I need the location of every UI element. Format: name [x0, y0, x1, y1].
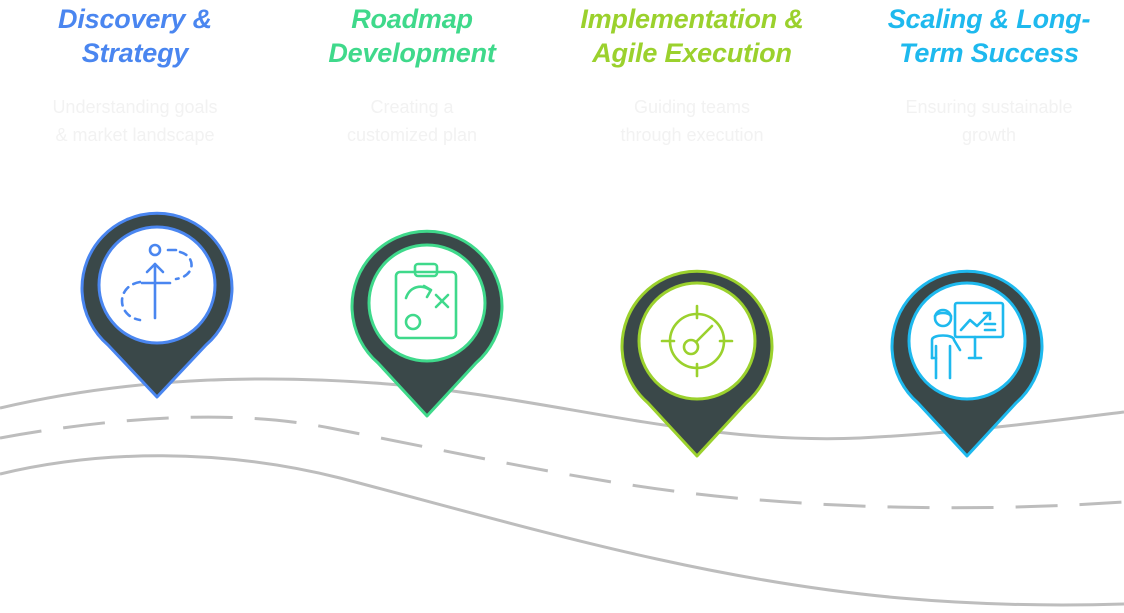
road-lower-edge	[0, 454, 1124, 607]
step-title: Discovery & Strategy	[58, 4, 212, 68]
step-description: Understanding goals & market landscape	[52, 97, 218, 145]
step-description: Ensuring sustainable growth	[905, 97, 1073, 145]
road-upper-edge	[0, 377, 1124, 441]
step-title: Implementation & Agile Execution	[580, 4, 804, 68]
step-title: Roadmap Development	[328, 4, 496, 68]
step-title: Scaling & Long- Term Success	[887, 4, 1091, 68]
step-description: Creating a customized plan	[346, 97, 478, 145]
step-discovery: Discovery & Strategy Understanding goals…	[0, 0, 275, 149]
step-roadmap: Roadmap Development Creating a customize…	[272, 0, 552, 149]
step-description: Guiding teams through execution	[620, 97, 764, 145]
step-implementation: Implementation & Agile Execution Guiding…	[552, 0, 832, 149]
step-scaling: Scaling & Long- Term Success Ensuring su…	[849, 0, 1124, 149]
